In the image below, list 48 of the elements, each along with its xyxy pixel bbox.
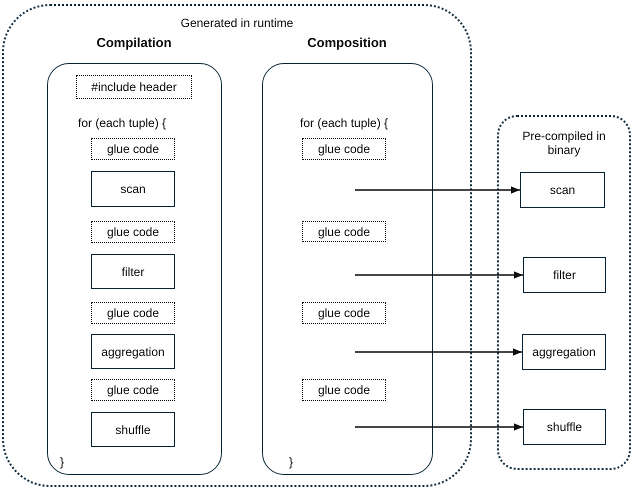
operator-box	[520, 172, 605, 208]
block-label: shuffle	[546, 420, 584, 434]
block-label: glue code	[316, 306, 372, 320]
block-label: #include header	[90, 80, 178, 94]
block-label: glue code	[106, 142, 160, 156]
block-label: glue code	[106, 383, 160, 397]
panel-title: Composition	[306, 36, 388, 50]
panel-title: Compilation	[95, 36, 173, 50]
block-label: glue code	[106, 306, 160, 320]
operator-box	[91, 171, 175, 207]
code-block	[302, 138, 386, 160]
operator-box	[91, 412, 175, 447]
block-label: glue code	[316, 142, 372, 156]
operator-box	[91, 254, 175, 289]
code-block	[302, 221, 386, 242]
code-block	[302, 379, 386, 401]
dotted-region	[2, 4, 472, 487]
code-text: for (each tuple) {	[300, 116, 388, 130]
code-block	[91, 138, 175, 160]
operator-box	[523, 257, 606, 293]
operator-box	[523, 409, 606, 445]
arrow	[355, 348, 522, 356]
code-block	[91, 221, 175, 243]
block-label: filter	[120, 264, 146, 278]
code-block	[91, 379, 175, 401]
code-text: for (each tuple) {	[78, 116, 166, 130]
block-label: scan	[548, 183, 576, 197]
block-label: shuffle	[114, 422, 152, 436]
block-label: glue code	[316, 224, 372, 238]
code-block	[302, 302, 386, 324]
block-label: filter	[552, 268, 577, 282]
block-label: glue code	[316, 383, 372, 397]
block-label: glue code	[106, 225, 160, 239]
operator-box	[522, 334, 606, 370]
code-block	[76, 75, 192, 99]
arrow	[355, 186, 520, 194]
code-block	[91, 302, 175, 324]
arrow	[355, 271, 523, 279]
block-label: aggregation	[100, 344, 166, 358]
region-title: Pre-compiled in binary	[521, 129, 607, 157]
region-title: Generated in runtime	[180, 16, 294, 30]
block-label: scan	[119, 182, 147, 196]
block-label: aggregation	[531, 345, 597, 359]
operator-box	[91, 334, 175, 369]
code-text: }	[289, 455, 294, 469]
code-text: }	[60, 455, 64, 469]
arrow	[355, 423, 523, 431]
dotted-region	[497, 115, 631, 470]
